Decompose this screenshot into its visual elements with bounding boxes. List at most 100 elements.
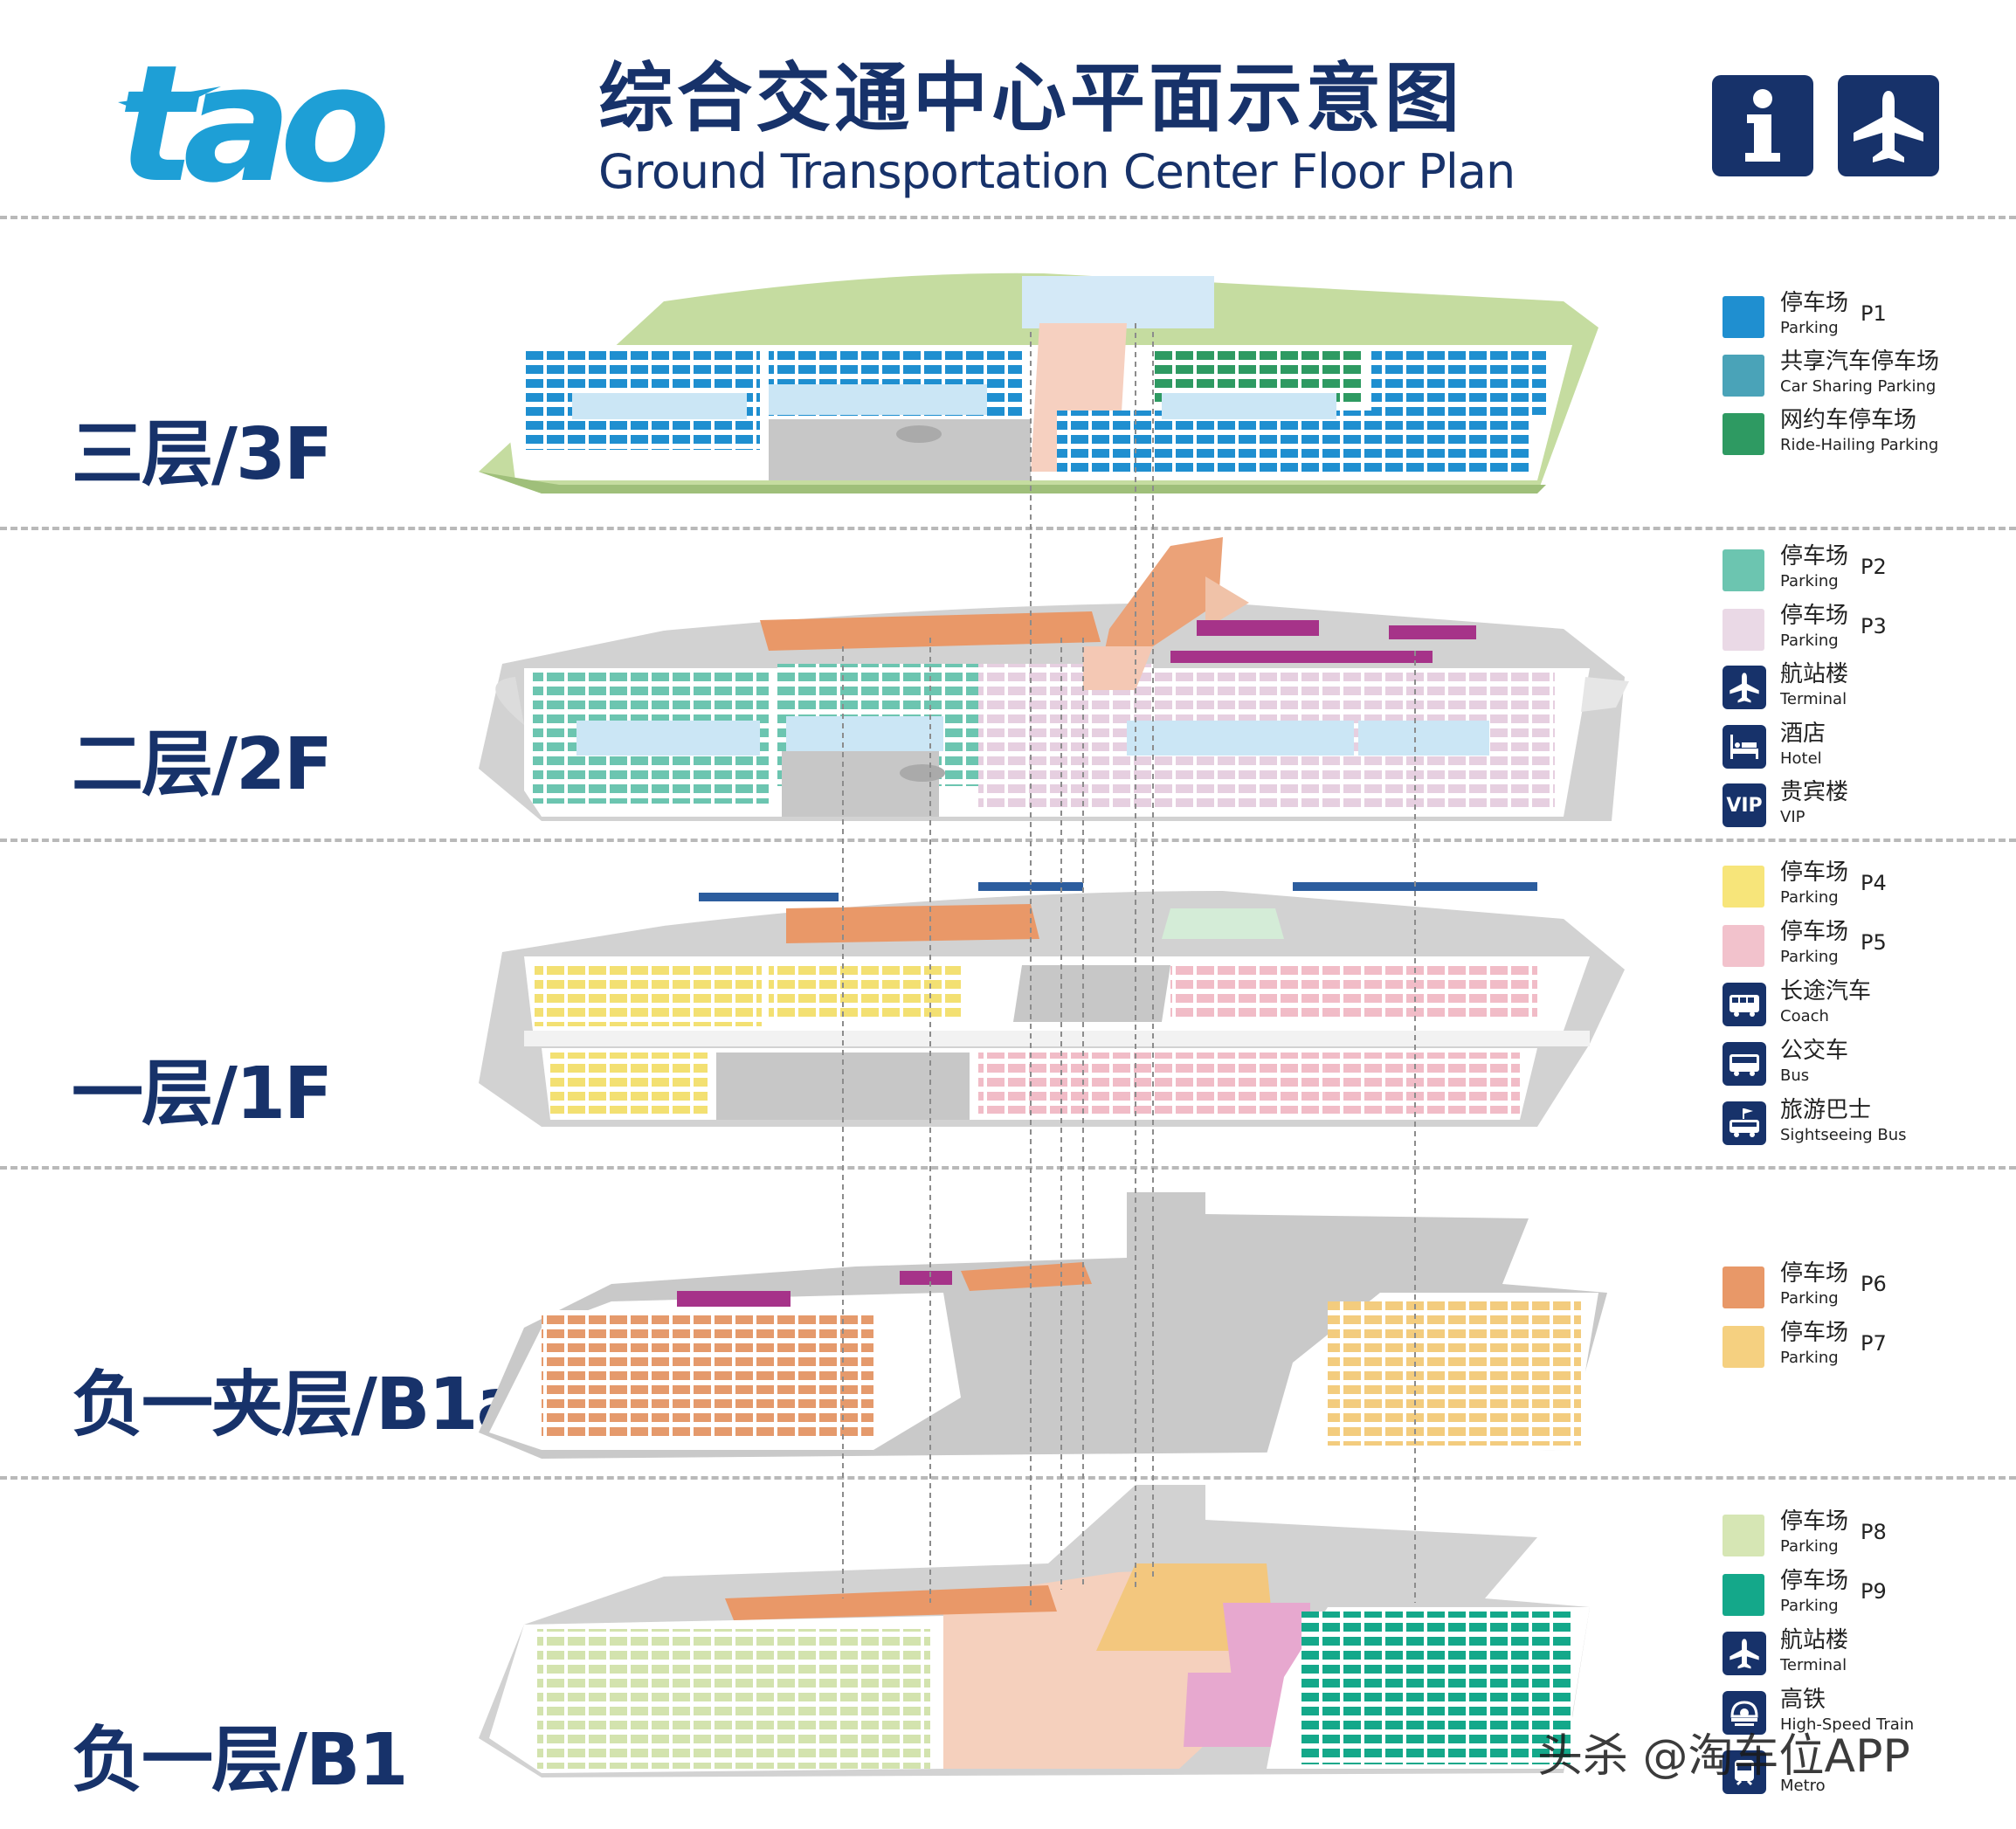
legend-label-en: VIP xyxy=(1780,808,1805,826)
legend-label-cn: 公交车 xyxy=(1780,1038,1849,1064)
legend-ride-hailing: 网约车停车场 Ride-Hailing Parking xyxy=(1723,408,2011,460)
legend-swatch-p7 xyxy=(1723,1326,1764,1368)
legend-label-en: Parking xyxy=(1780,572,1839,590)
legend-label-en: Hotel xyxy=(1780,749,1822,768)
legend-label-cn: 航站楼 xyxy=(1780,661,1849,687)
airplane-icon[interactable] xyxy=(1838,75,1939,176)
map-floor-b1 xyxy=(479,1485,1590,1777)
vip-icon: VIP xyxy=(1723,783,1766,827)
legend-label-en: Coach xyxy=(1780,1007,1829,1025)
legend-coach: 长途汽车 Coach xyxy=(1723,979,2011,1032)
legend-label-cn: 停车场 xyxy=(1780,290,1849,316)
legend-p7: 停车场 Parking P7 xyxy=(1723,1321,2011,1373)
airplane-icon xyxy=(1723,666,1766,709)
legend-swatch-p5 xyxy=(1723,925,1764,967)
legend-label-cn: 停车场 xyxy=(1780,603,1849,629)
floor-label-3f: 三层/3F xyxy=(72,413,333,496)
legend-label-en: Parking xyxy=(1780,319,1839,337)
legend-label-en: Terminal xyxy=(1780,1656,1847,1674)
legend-label-cn: 共享汽车停车场 xyxy=(1780,349,1940,375)
legend-high-speed-train: 高铁 High-Speed Train xyxy=(1723,1688,2011,1740)
legend-swatch-p1 xyxy=(1723,296,1764,338)
legend-bus: 公交车 Bus xyxy=(1723,1039,2011,1091)
legend-label-cn: 停车场 xyxy=(1780,919,1849,945)
divider xyxy=(0,1476,2016,1480)
legend-label-cn: 航站楼 xyxy=(1780,1627,1849,1653)
legend-p9: 停车场 Parking P9 xyxy=(1723,1569,2011,1621)
legend-swatch-p3 xyxy=(1723,609,1764,651)
legend-label-cn: 停车场 xyxy=(1780,1508,1849,1535)
bus-icon xyxy=(1723,1042,1766,1086)
legend-p8: 停车场 Parking P8 xyxy=(1723,1509,2011,1562)
legend-label-cn: 长途汽车 xyxy=(1780,978,1872,1004)
legend-label-cn: 停车场 xyxy=(1780,1568,1849,1594)
tao-logo: tao xyxy=(118,30,390,218)
legend-label-cn: 停车场 xyxy=(1780,859,1849,886)
divider xyxy=(0,1166,2016,1170)
legend-label-cn: 酒店 xyxy=(1780,721,1826,747)
legend-label-en: High-Speed Train xyxy=(1780,1715,1915,1734)
hotel-bed-icon xyxy=(1723,725,1766,769)
legend-code: P4 xyxy=(1861,871,1887,895)
legend-label-en: Parking xyxy=(1780,948,1839,966)
legend-label-cn: 停车场 xyxy=(1780,1260,1849,1287)
legend-p5: 停车场 Parking P5 xyxy=(1723,920,2011,972)
legend-label-cn: 停车场 xyxy=(1780,543,1849,569)
map-floor-2f xyxy=(479,537,1629,821)
legend-label-en: Parking xyxy=(1780,632,1839,650)
divider xyxy=(0,839,2016,842)
legend-swatch-ride-hailing xyxy=(1723,413,1764,455)
legend-car-sharing: 共享汽车停车场 Car Sharing Parking xyxy=(1723,349,2011,402)
legend-code: P8 xyxy=(1861,1520,1887,1544)
legend-code: P5 xyxy=(1861,930,1887,955)
map-floor-1f xyxy=(479,882,1625,1127)
legend-label-en: Parking xyxy=(1780,1349,1839,1367)
floor-label-1f: 一层/1F xyxy=(72,1053,333,1135)
legend-code: P6 xyxy=(1861,1272,1887,1296)
legend-sightseeing-bus: 旅游巴士 Sightseeing Bus xyxy=(1723,1098,2011,1150)
legend-p4: 停车场 Parking P4 xyxy=(1723,860,2011,913)
legend-label-en: Bus xyxy=(1780,1066,1810,1085)
floor-label-2f: 二层/2F xyxy=(72,723,333,806)
legend-terminal-2f: 航站楼 Terminal xyxy=(1723,662,2011,714)
legend-p6: 停车场 Parking P6 xyxy=(1723,1261,2011,1314)
legend-label-en: Parking xyxy=(1780,888,1839,907)
legend-label-en: Ride-Hailing Parking xyxy=(1780,436,1939,454)
divider xyxy=(0,527,2016,530)
map-floor-3f xyxy=(479,273,1598,493)
floor-label-b1a: 负一夹层/B1a xyxy=(72,1363,525,1446)
watermark: 头杀 @淘车位APP xyxy=(1537,1730,1910,1783)
legend-code: P2 xyxy=(1861,555,1887,579)
page-title-cn: 综合交通中心平面示意图 xyxy=(598,55,1463,142)
legend-label-en: Parking xyxy=(1780,1537,1839,1556)
legend-code: P1 xyxy=(1861,301,1887,326)
legend-p1: 停车场 Parking P1 xyxy=(1723,291,2011,343)
legend-p2: 停车场 Parking P2 xyxy=(1723,544,2011,597)
legend-swatch-p2 xyxy=(1723,549,1764,591)
page-title-en: Ground Transportation Center Floor Plan xyxy=(598,144,1515,199)
floor-label-b1: 负一层/B1 xyxy=(72,1719,409,1802)
legend-label-en: Parking xyxy=(1780,1289,1839,1308)
airplane-icon xyxy=(1723,1632,1766,1675)
legend-vip: VIP 贵宾楼 VIP xyxy=(1723,780,2011,832)
legend-swatch-car-sharing xyxy=(1723,355,1764,397)
logo-wing xyxy=(118,86,221,109)
legend-label-cn: 停车场 xyxy=(1780,1320,1849,1346)
sightseeing-bus-icon xyxy=(1723,1101,1766,1145)
legend-p3: 停车场 Parking P3 xyxy=(1723,604,2011,656)
metro-icon xyxy=(1723,1750,1766,1794)
legend-label-cn: 旅游巴士 xyxy=(1780,1097,1872,1123)
legend-code: P9 xyxy=(1861,1579,1887,1604)
legend-label-cn: 贵宾楼 xyxy=(1780,779,1849,805)
legend-label-en: Car Sharing Parking xyxy=(1780,377,1937,396)
legend-terminal-b1: 航站楼 Terminal xyxy=(1723,1628,2011,1681)
vip-icon-text: VIP xyxy=(1726,794,1763,817)
high-speed-train-icon xyxy=(1723,1691,1766,1735)
legend-code: P3 xyxy=(1861,614,1887,638)
legend-metro: Metro xyxy=(1723,1747,2011,1799)
info-icon[interactable] xyxy=(1712,75,1813,176)
legend-label-en: Parking xyxy=(1780,1597,1839,1615)
legend-label-en: Terminal xyxy=(1780,690,1847,708)
coach-icon xyxy=(1723,983,1766,1026)
